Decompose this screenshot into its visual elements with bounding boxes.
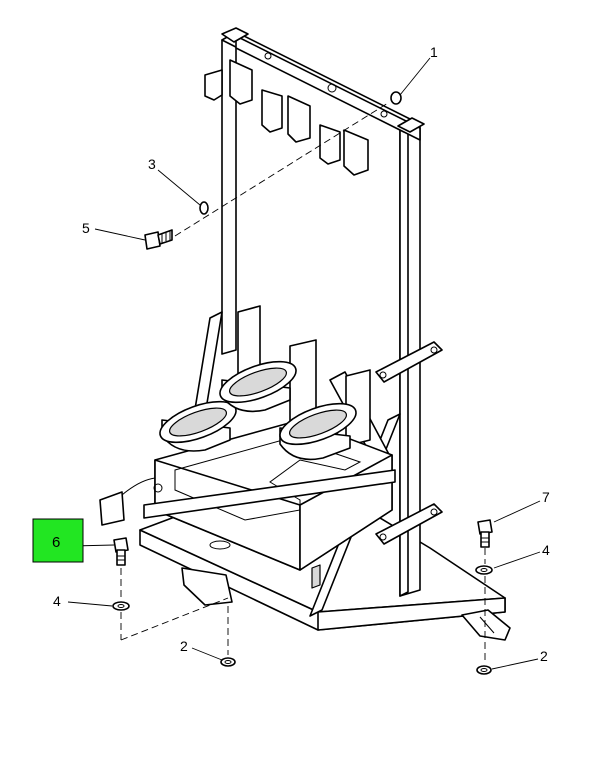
oval-holders [159,360,357,461]
callout-2-right[interactable]: 2 [540,648,548,664]
callout-6[interactable]: 6 [52,534,60,551]
callout-4-left[interactable]: 4 [53,593,61,609]
oval-holder-right [279,402,357,461]
leader-lines [67,57,541,670]
washer-item-3 [199,201,209,215]
callout-3[interactable]: 3 [148,156,156,172]
callout-5[interactable]: 5 [82,220,90,236]
oval-holder-left [159,400,237,452]
washer-item-1 [390,91,402,105]
nut-item-2-left [220,657,236,667]
hardware [112,91,493,675]
bolt-item-7 [477,519,493,548]
washer-item-4-left [112,601,130,611]
bolt-item-5 [144,229,173,250]
callout-7[interactable]: 7 [542,489,550,505]
nut-item-2-right [476,665,492,675]
assembly-lines [120,102,486,664]
hanger-brackets [204,59,369,176]
mounting-tabs [375,341,443,545]
highlight-box[interactable] [32,518,84,563]
callouts: 1 2 2 3 4 4 5 6 7 [52,44,550,664]
oval-holder-middle [219,360,297,413]
callout-4-right[interactable]: 4 [542,542,550,558]
tray [99,419,396,589]
callout-1[interactable]: 1 [430,44,438,60]
callout-2-left[interactable]: 2 [180,638,188,654]
bolt-item-6 [113,537,129,566]
washer-item-4-right [475,565,493,575]
